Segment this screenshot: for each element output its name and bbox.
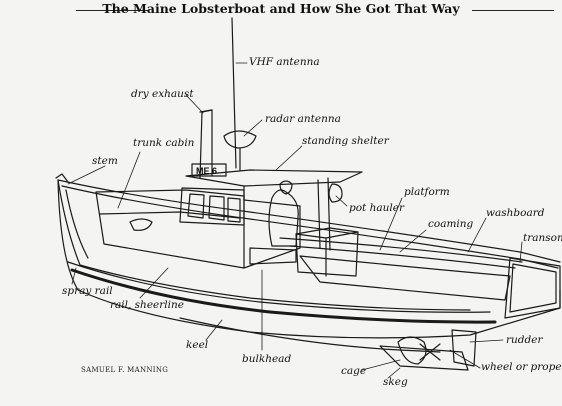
label-stem: stem [92,155,118,167]
rudder-blade [451,329,477,367]
label-rail-sheerline: rail, sheerline [110,299,184,311]
label-keel: keel [186,339,209,351]
radar-unit [223,130,257,149]
transom-shape [504,257,561,319]
label-wheel-or-propeller: wheel or propeller [481,361,562,373]
vhf-antenna-line [231,17,237,169]
rail [61,185,559,269]
label-standing-shelter: standing shelter [302,135,389,147]
keel-line [179,317,441,353]
shelter-post [317,179,321,249]
bulkhead-panel [243,199,301,269]
registration-board [191,163,227,177]
cockpit-floor [299,255,511,301]
hull-outline [57,179,561,339]
helmsman-figure [268,189,299,247]
diagram-title: The Maine Lobsterboat and How She Got Th… [102,1,460,16]
label-trunk-cabin: trunk cabin [133,137,195,149]
illustrator-credit: SAMUEL F. MANNING [81,366,169,374]
label-platform: platform [404,186,450,198]
sheerline [57,179,561,263]
label-cage: cage [341,365,367,377]
boot-stripe [70,268,497,324]
trunk-cabin [95,189,245,269]
label-vhf-antenna: VHF antenna [249,56,320,68]
label-rudder: rudder [506,334,543,346]
pot-hauler [328,183,343,203]
coaming-edge [289,245,516,269]
label-dry-exhaust: dry exhaust [131,88,194,100]
registration-text: ME 6 [196,166,217,176]
skeg-shape [379,345,469,371]
shelter-roof [185,169,363,187]
platform-box [295,227,359,277]
washboard-edge [279,237,523,263]
label-coaming: coaming [428,218,474,230]
label-spray-rail: spray rail [62,285,113,297]
title-rule-right [472,10,554,11]
bow-fitting [55,173,69,183]
propeller-cage [397,336,427,365]
label-washboard: washboard [486,207,545,219]
label-transom: transom [523,232,562,244]
label-bulkhead: bulkhead [242,353,292,365]
label-radar-antenna: radar antenna [265,113,341,125]
label-pot-hauler: pot hauler [349,202,404,214]
cabin-porthole [129,218,153,231]
label-skeg: skeg [383,376,408,388]
title-rule-left [76,10,148,11]
spray-rail-line [67,261,491,313]
